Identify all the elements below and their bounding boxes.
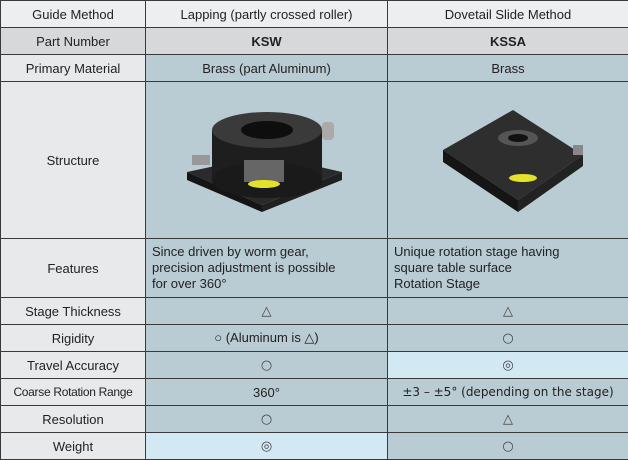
header-row: Guide Method Lapping (partly crossed rol… [1,1,628,28]
rating: ○ [388,325,628,352]
kssa-stage-image [388,82,628,239]
rating: ○ [146,406,388,433]
row-label: Stage Thickness [1,298,146,325]
cell: Brass (part Aluminum) [146,55,388,82]
resolution-row: Resolution ○ △ [1,406,628,433]
row-label: Weight [1,433,146,460]
travel-accuracy-row: Travel Accuracy ○ ◎ [1,352,628,379]
feature-line: Since driven by worm gear, [152,244,383,260]
rating: △ [388,298,628,325]
column-header: Lapping (partly crossed roller) [146,1,388,28]
features-row: Features Since driven by worm gear, prec… [1,239,628,298]
row-label: Guide Method [1,1,146,28]
part-number-ksw: KSW [146,28,388,55]
row-label: Part Number [1,28,146,55]
rating: ◎ [388,352,628,379]
row-label: Rigidity [1,325,146,352]
rotation-stage-image [182,100,352,220]
feature-line: precision adjustment is possible [152,260,383,276]
cell: Unique rotation stage having square tabl… [388,239,628,298]
stage-thickness-row: Stage Thickness △ △ [1,298,628,325]
feature-line: square table surface [394,260,624,276]
cell: ±3 – ±5° (depending on the stage) [388,379,628,406]
row-label: Resolution [1,406,146,433]
row-label: Coarse Rotation Range [1,379,146,406]
row-label: Primary Material [1,55,146,82]
part-number-kssa: KSSA [388,28,628,55]
ksw-stage-image [146,82,388,239]
feature-line: Unique rotation stage having [394,244,624,260]
row-label: Features [1,239,146,298]
cell: Since driven by worm gear, precision adj… [146,239,388,298]
column-header: Dovetail Slide Method [388,1,628,28]
feature-line: Rotation Stage [394,276,624,292]
rating: △ [146,298,388,325]
rating: ○ [146,352,388,379]
coarse-rotation-range-row: Coarse Rotation Range 360° ±3 – ±5° (dep… [1,379,628,406]
rating: ○ (Aluminum is △) [146,325,388,352]
structure-row: Structure [1,82,628,239]
weight-row: Weight ◎ ○ [1,433,628,460]
rating: ◎ [146,433,388,460]
feature-line: for over 360° [152,276,383,292]
material-row: Primary Material Brass (part Aluminum) B… [1,55,628,82]
rating: ○ [388,433,628,460]
rating: △ [388,406,628,433]
row-label: Travel Accuracy [1,352,146,379]
part-number-row: Part Number KSW KSSA [1,28,628,55]
rotation-stage-image [423,100,593,220]
cell: 360° [146,379,388,406]
row-label: Structure [1,82,146,239]
cell: Brass [388,55,628,82]
rigidity-row: Rigidity ○ (Aluminum is △) ○ [1,325,628,352]
